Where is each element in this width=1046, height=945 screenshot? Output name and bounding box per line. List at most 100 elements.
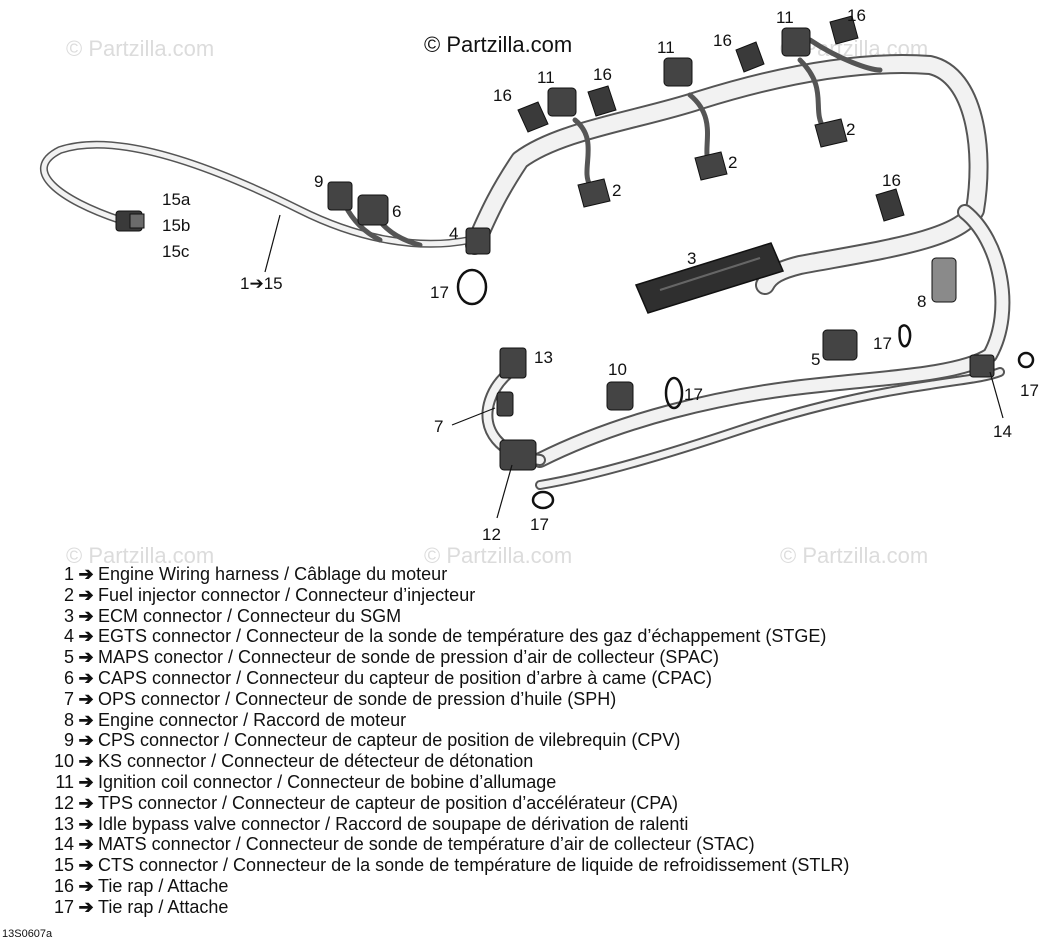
legend-item-text: CAPS connector / Connecteur du capteur d… [98,667,712,688]
legend-item: 7➔OPS connector / Connecteur de sonde de… [40,689,849,710]
legend-item: 11➔Ignition coil connector / Connecteur … [40,772,849,793]
callout-9: 9 [314,172,323,191]
legend-item: 5➔MAPS conector / Connecteur de sonde de… [40,647,849,668]
tie-rap-17-e [531,490,555,510]
tie-rap-17-c [1017,351,1035,369]
callout-17-d: 17 [684,385,703,404]
legend-item-number: 5 [63,647,74,668]
tie-rap-17-d [664,376,684,410]
callout-6: 6 [392,202,401,221]
mats-connector-14 [969,354,995,378]
watermark: © Partzilla.com [66,543,215,568]
callout-1: 1➔15 [240,274,283,293]
harness-ects-branch [40,140,474,248]
legend-item: 15➔CTS connector / Connecteur de la sond… [40,855,849,876]
arrow-icon: ➔ [78,647,94,668]
legend-item: 17➔Tie rap / Attache [40,897,849,918]
callout-5: 5 [811,350,820,369]
legend-item-number: 8 [63,709,74,730]
tie-rap-17-b [898,324,912,348]
legend-item-text: TPS connector / Connecteur de capteur de… [98,792,678,813]
legend-item-number: 1 [63,564,74,584]
figure-code: 13S0607a [2,928,53,940]
egts-connector-4 [465,227,491,255]
ects-connector-15 [115,210,145,232]
legend-item-number: 3 [63,605,74,626]
arrow-icon: ➔ [78,667,94,688]
legend-item-text: Tie rap / Attache [98,896,229,917]
legend-item: 16➔Tie rap / Attache [40,876,849,897]
callout-11-a: 11 [537,68,555,87]
callout-16-c: 16 [713,31,732,50]
ks-connector-10 [606,381,634,411]
legend-item-text: CTS connector / Connecteur de la sonde d… [98,855,850,876]
ops-connector-7 [496,391,514,417]
legend-item: 1➔Engine Wiring harness / Câblage du mot… [40,564,849,585]
callout-10: 10 [608,360,627,379]
arrow-icon: ➔ [78,771,94,792]
arrow-icon: ➔ [78,688,94,709]
harness-main-trunk [465,54,1011,490]
leader-lines [264,214,1004,519]
legend-item-number: 13 [53,813,74,834]
legend-item-number: 14 [53,834,74,855]
arrow-icon: ➔ [78,875,94,896]
legend-item-text: EGTS connector / Connecteur de la sonde … [98,626,827,647]
tie-raps-16 [517,15,905,222]
callout-2-c: 2 [846,120,855,139]
tps-connector-12 [499,439,537,471]
callout-17-e: 17 [530,515,549,534]
callout-12: 12 [482,525,501,544]
legend-item-number: 6 [63,667,74,688]
callout-11-b: 11 [657,38,675,57]
arrow-icon: ➔ [78,751,94,772]
legend-item-number: 12 [53,792,74,813]
legend-item-number: 11 [55,771,74,792]
legend-item-text: Tie rap / Attache [98,875,229,896]
legend-item-text: OPS connector / Connecteur de sonde de p… [98,688,617,709]
legend-item-text: Fuel injector connector / Connecteur d’i… [98,584,476,605]
callout-15b: 15b [162,216,190,235]
arrow-icon: ➔ [78,626,94,647]
callout-16-b: 16 [593,65,612,84]
engine-connector-8 [931,257,957,303]
idle-bypass-valve-connector-13 [499,347,527,379]
legend-item: 9➔CPS connector / Connecteur de capteur … [40,730,849,751]
legend-item-text: ECM connector / Connecteur du SGM [98,605,402,626]
callout-16-d: 16 [847,6,866,25]
legend-item-number: 9 [63,730,74,751]
callout-17-a: 17 [430,283,449,302]
legend-item-number: 10 [53,751,74,772]
watermark: © Partzilla.com [780,543,929,568]
callout-16-a: 16 [493,86,512,105]
arrow-icon: ➔ [78,896,94,917]
watermark: © Partzilla.com [66,36,215,61]
legend-item-text: Idle bypass valve connector / Raccord de… [98,813,689,834]
legend-item: 10➔KS connector / Connecteur de détecteu… [40,751,849,772]
callout-16-e: 16 [882,171,901,190]
legend-item: 12➔TPS connector / Connecteur de capteur… [40,793,849,814]
caps-connector-6 [357,194,389,226]
tie-rap-17-a [456,268,488,306]
callout-4: 4 [449,224,458,243]
legend-item: 2➔Fuel injector connector / Connecteur d… [40,585,849,606]
callout-2-a: 2 [612,181,621,200]
legend-item-number: 4 [63,626,74,647]
callout-14: 14 [993,422,1012,441]
legend-item-number: 17 [53,896,74,917]
legend-item: 6➔CAPS connector / Connecteur du capteur… [40,668,849,689]
legend-item: 13➔Idle bypass valve connector / Raccord… [40,814,849,835]
callout-11-c: 11 [776,8,794,27]
arrow-icon: ➔ [78,564,94,584]
legend-item-number: 15 [53,855,74,876]
watermark: © Partzilla.com [424,543,573,568]
legend-item-text: CPS connector / Connecteur de capteur de… [98,730,681,751]
legend-item-text: Engine connector / Raccord de moteur [98,709,407,730]
copyright-notice: © Partzilla.com [424,32,573,57]
callout-15a: 15a [162,190,191,209]
legend-item-text: Ignition coil connector / Connecteur de … [98,771,557,792]
cps-connector-9 [327,181,353,211]
legend-item-text: KS connector / Connecteur de détecteur d… [98,751,534,772]
legend-item: 3➔ECM connector / Connecteur du SGM [40,606,849,627]
callout-13: 13 [534,348,553,367]
